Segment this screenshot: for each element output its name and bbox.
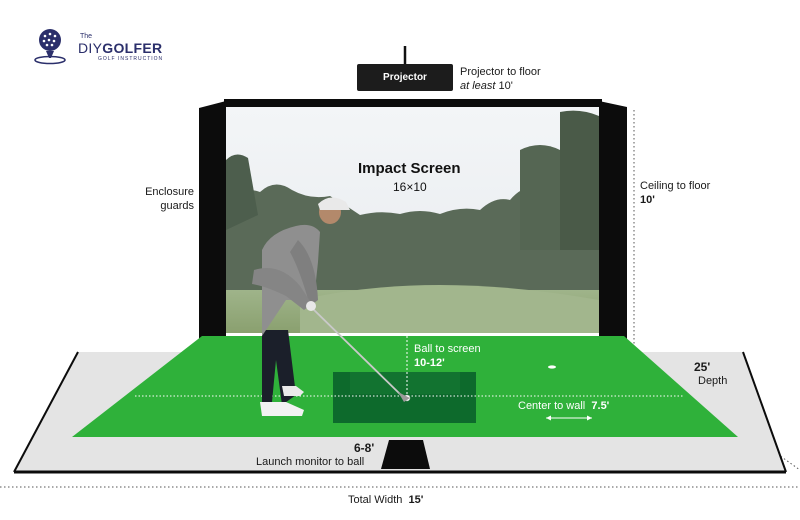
depth-value: 25'	[694, 360, 711, 374]
launch-monitor-value: 6-8'	[354, 441, 375, 455]
logo-the: The	[80, 33, 93, 40]
screen-size: 16×10	[393, 180, 427, 194]
ball-to-screen-label: Ball to screen	[414, 343, 481, 355]
logo-wordmark: DIYGOLFER	[78, 40, 162, 56]
center-to-wall-value: 7.5'	[591, 400, 610, 412]
screen-title: Impact Screen	[358, 160, 461, 177]
center-to-wall-text: Center to wall	[518, 400, 586, 412]
ball-to-screen-value: 10-12'	[414, 357, 445, 369]
projector-box: Projector	[357, 64, 453, 91]
golfer-figure	[252, 197, 410, 416]
projector-note-value: 10'	[498, 80, 513, 92]
enclosure-label-line2: guards	[160, 200, 194, 212]
launch-monitor	[381, 440, 430, 469]
enclosure-label-line1: Enclosure	[145, 186, 194, 198]
ceiling-value: 10'	[640, 194, 655, 206]
target-marker	[548, 365, 556, 369]
total-width-text: Total Width	[348, 494, 403, 506]
enclosure-frame	[199, 99, 627, 350]
logo-golfer: GOLFER	[102, 40, 163, 56]
launch-monitor-label: Launch monitor to ball	[256, 456, 365, 468]
logo-diy: DIY	[78, 40, 103, 56]
depth-label: Depth	[698, 375, 728, 387]
logo-subtitle: GOLF INSTRUCTION	[98, 56, 164, 62]
projector-note-prefix: at least	[460, 80, 496, 92]
ceiling-label: Ceiling to floor	[640, 180, 711, 192]
total-width-value: 15'	[408, 494, 424, 506]
projector-note-line1: Projector to floor	[460, 66, 541, 78]
total-width-label: Total Width 15'	[348, 494, 423, 507]
golf-ball-on-tee-icon	[34, 29, 66, 65]
projector-note-line2: at least 10'	[460, 80, 513, 93]
center-to-wall-label: Center to wall 7.5'	[518, 400, 609, 413]
